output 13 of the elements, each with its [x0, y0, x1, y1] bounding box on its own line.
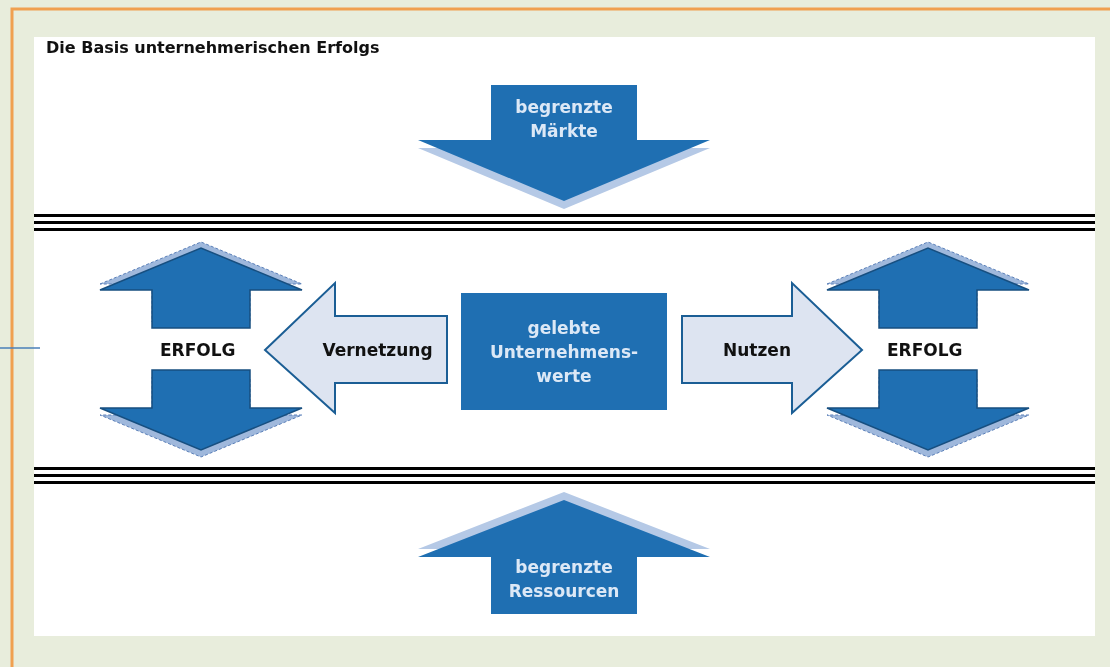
arrow-label: ERFOLG	[887, 340, 963, 360]
shape-text: Vernetzung	[321, 338, 434, 362]
diagram-title: Die Basis unternehmerischen Erfolgs	[46, 38, 380, 57]
shape-text: gelebte Unternehmens- werte	[488, 316, 640, 388]
shape-text: Nutzen	[722, 338, 792, 362]
arrow-label: ERFOLG	[160, 340, 236, 360]
shape-text: begrenzte Ressourcen	[507, 556, 621, 603]
right-arrow-shape	[682, 283, 862, 413]
shape-text: begrenzte Märkte	[514, 96, 614, 143]
down-arrow-shape	[418, 85, 710, 207]
up-arrow-shape	[418, 494, 710, 614]
value-box	[461, 293, 667, 410]
left-arrow-shape	[265, 283, 447, 413]
